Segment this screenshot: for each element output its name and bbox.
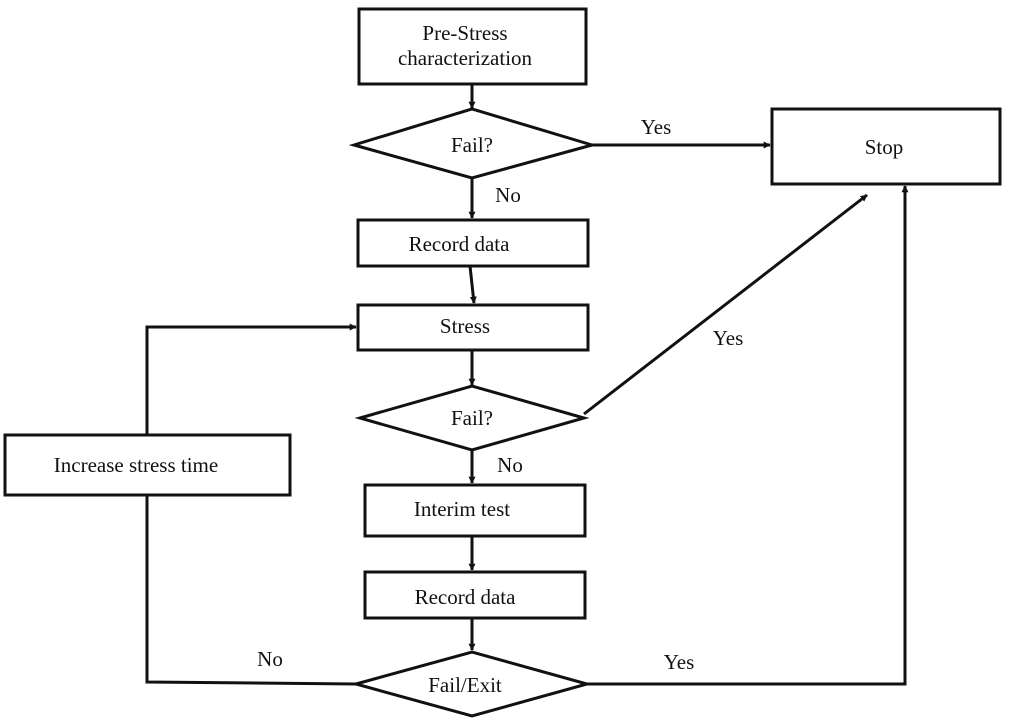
edge-fail2-to-stop <box>583 193 868 416</box>
pre-stress-label-line1: Pre-Stress <box>422 21 507 45</box>
edge-label-fail-exit-no: No <box>257 647 283 671</box>
edge-label-fail-exit-yes: Yes <box>664 650 695 674</box>
record-data-box-1 <box>356 218 590 268</box>
edge-increase-to-stress <box>145 323 357 435</box>
increase-stress-time-label: Increase stress time <box>54 453 218 477</box>
edge-label-fail1-no: No <box>495 183 521 207</box>
fail-decision-1-label: Fail? <box>451 133 493 157</box>
fail-decision-2-label: Fail? <box>451 406 493 430</box>
pre-stress-label-line2: characterization <box>398 46 533 70</box>
record-data-1-label: Record data <box>409 232 511 256</box>
interim-test-box <box>363 483 587 538</box>
edge-label-fail2-yes: Yes <box>713 326 744 350</box>
edge-fail-exit-to-stop <box>587 185 909 686</box>
pre-stress-box <box>357 7 588 86</box>
interim-test-label: Interim test <box>414 497 510 521</box>
edge-label-fail2-no: No <box>497 453 523 477</box>
edge-record1-to-stress <box>468 265 477 304</box>
fail-exit-label: Fail/Exit <box>428 673 502 697</box>
record-data-2-label: Record data <box>415 585 517 609</box>
fail-decision-2 <box>354 384 590 452</box>
stress-box <box>356 303 590 352</box>
stop-box <box>770 107 1002 186</box>
stop-label: Stop <box>865 135 904 159</box>
stress-label: Stress <box>440 314 490 338</box>
edge-label-fail1-yes: Yes <box>641 115 672 139</box>
record-data-box-2 <box>363 570 587 620</box>
edge-fail-exit-to-increase <box>145 495 357 686</box>
